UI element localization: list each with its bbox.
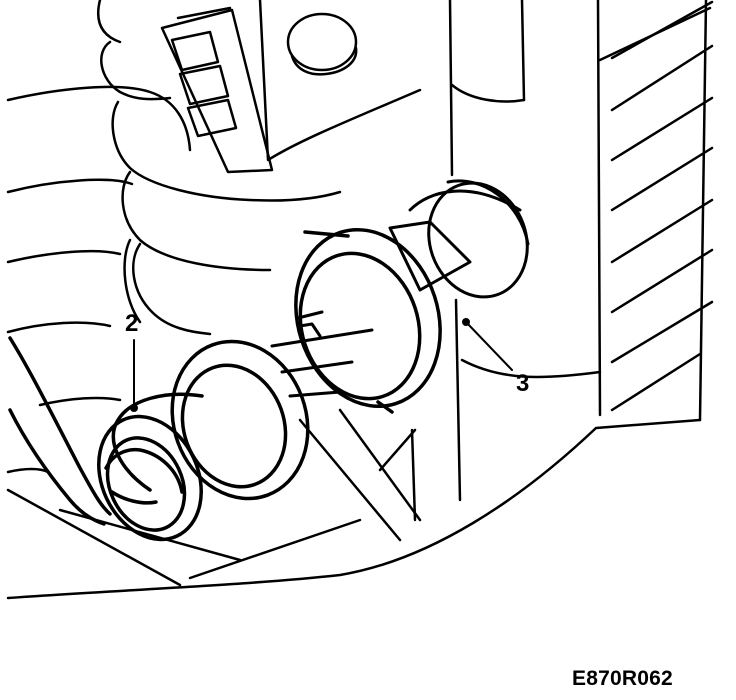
figure-reference-code: E870R062	[572, 667, 673, 690]
callout-3-leader	[462, 318, 513, 371]
bolt-head	[286, 12, 358, 76]
callout-label-3: 3	[516, 370, 530, 397]
pressure-sensor-body	[388, 179, 530, 299]
callout-label-2: 2	[125, 310, 139, 337]
engine-block-outline	[6, 0, 714, 600]
sensor-hex-ring	[294, 227, 442, 414]
callout-2-leader	[130, 339, 138, 412]
wiring-harness	[8, 336, 112, 526]
sensor-shaft	[270, 310, 374, 398]
connector-plug-end	[97, 414, 203, 542]
top-bracket	[160, 0, 422, 174]
electrical-connector	[111, 339, 310, 501]
